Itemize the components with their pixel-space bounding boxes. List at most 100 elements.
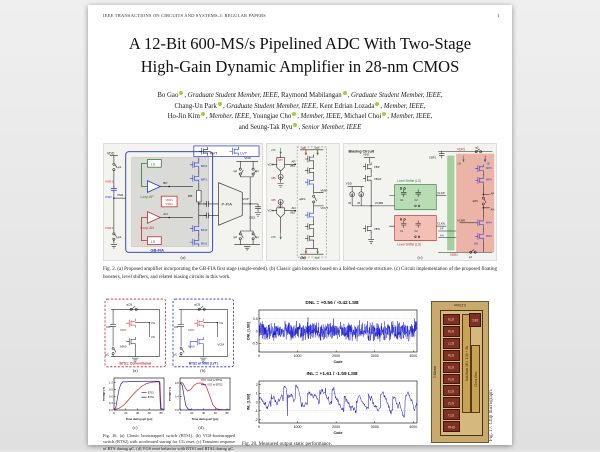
schematic-label: Level Shifter (LS) [397,242,421,246]
svg-text:Time during φC [ps]: Time during φC [ps] [126,417,153,421]
schematic-label: VOUT [321,206,329,210]
schematic-label: MP3 [486,166,492,170]
chip-block-st8: ST8 [443,325,460,337]
svg-text:1000: 1000 [294,354,302,358]
schematic-label: VSR1 [105,180,113,184]
author-text: Member, IEEE, [383,102,426,110]
chip-block-st1: ST1 [443,409,460,421]
schematic-label: 2IB [271,235,276,239]
fig20-caption: Fig. 20. Measured output static performa… [242,442,332,447]
svg-text:4000: 4000 [409,425,417,429]
schematic-label: Biasing Circuit [349,150,375,154]
svg-text:1.2: 1.2 [109,381,113,385]
chip-block-st3: ST3 [443,385,460,397]
schematic-label: C2 [415,198,419,202]
schematic-label: VG [218,321,223,325]
schematic-label: φC [173,353,178,357]
svg-text:0.0: 0.0 [109,408,113,412]
author-text: Graduate Student Member, IEEE, [226,102,318,110]
schematic-label: VBUF [374,177,382,181]
svg-text:0.3: 0.3 [109,401,113,405]
schematic-label: φ2 [233,235,237,239]
schematic-label: φ1 [255,235,259,239]
orcid-icon [375,101,380,106]
schematic-label: BN [474,241,478,245]
svg-text:2: 2 [256,383,258,387]
svg-text:0.0: 0.0 [175,408,179,412]
title-line-2: High-Gain Dynamic Amplifier in 28-nm CMO… [140,57,460,77]
author-text: Chang-Un Park [174,102,217,110]
fig2-panel-c-label: (c) [417,255,423,260]
author-text: and Seung-Tak Ryu [238,123,293,131]
schematic-label: VDR1 [165,198,173,202]
author-text: Ho-Jin Kim [167,113,200,121]
author-text: Graduate Student Member, IEEE, [351,92,443,99]
schematic-label: VMID [321,188,328,192]
orcid-icon [342,91,347,95]
orcid-icon [293,122,298,127]
schematic-label: 2gm [277,157,283,161]
author-block: Bo Gao, Graduate Student Member, IEEE, R… [88,91,512,133]
running-header: IEEE TRANSACTIONS ON CIRCUITS AND SYSTEM… [103,13,266,18]
schematic-label: VCM [267,209,274,213]
schematic-label: AP [291,159,295,163]
schematic-label: BTS2 w/ MN0 (LVT) [188,361,217,365]
schematic-label: MN4 [486,220,492,224]
svg-text:0: 0 [179,411,181,415]
schematic-label: 2IB [301,256,306,260]
schematic-label: Loop-AP [141,195,155,199]
orcid-icon [200,112,205,117]
svg-text:3000: 3000 [371,425,379,429]
schematic-label: φ1 [255,169,259,173]
schematic-label: φCB [126,303,132,307]
orcid-icon [382,112,387,117]
schematic-label: φC [105,353,110,357]
schematic-label: VG [151,321,156,325]
svg-text:0.5: 0.5 [253,317,258,321]
svg-text:20: 20 [190,411,194,415]
schematic-label: IB [358,201,361,205]
schematic-label: BP [163,181,167,185]
svg-text:VG2 w/ BTS2: VG2 w/ BTS2 [207,384,223,387]
schematic-label: 2IB [457,161,461,165]
schematic-label: 2IB [271,148,276,152]
schematic-label: MP2 [201,164,208,168]
subflash-label: Sub-flash 16×1.5b + 3b [464,345,469,382]
svg-text:VG2 w/ BTS1: VG2 w/ BTS1 [207,379,223,382]
schematic-label: VOP [242,197,249,201]
svg-text:40: 40 [202,411,206,415]
schematic-label: LS [151,162,156,166]
schematic-label: AN [291,206,295,210]
chip-clockgen-bar: Clock Gen. [471,345,480,413]
chip-block-sha: SHA [443,421,460,433]
schematic-label: VDD [346,182,353,186]
schematic-label: 4IB [271,198,276,202]
svg-text:Code: Code [334,431,343,435]
schematic-label: Loop-AN [141,226,155,230]
schematic-label: HVT [210,151,218,156]
schematic-label: MP1 [201,178,208,182]
fig16-panel-d-label: (d) [198,425,204,430]
schematic-label: VDD [107,152,115,156]
fig2-panel-a-schematic: HVTLVTVDDφ1VSR1VSRCSRVSR1φ1LSBPMP2MP1Loo… [105,145,262,253]
author-text: , [205,113,210,121]
schematic-label: MP4 [486,178,492,182]
svg-text:Voltage [V]: Voltage [V] [103,387,106,401]
author-text: Member, IEEE, [209,113,252,121]
author-text: Senior Member, IEEE [301,123,362,131]
clockgen-label: Clock Gen. [473,371,478,387]
svg-text:80: 80 [159,411,163,415]
schematic-label: AP [491,191,495,195]
schematic-label: 4IB [315,256,320,260]
svg-text:0.4: 0.4 [175,395,179,399]
